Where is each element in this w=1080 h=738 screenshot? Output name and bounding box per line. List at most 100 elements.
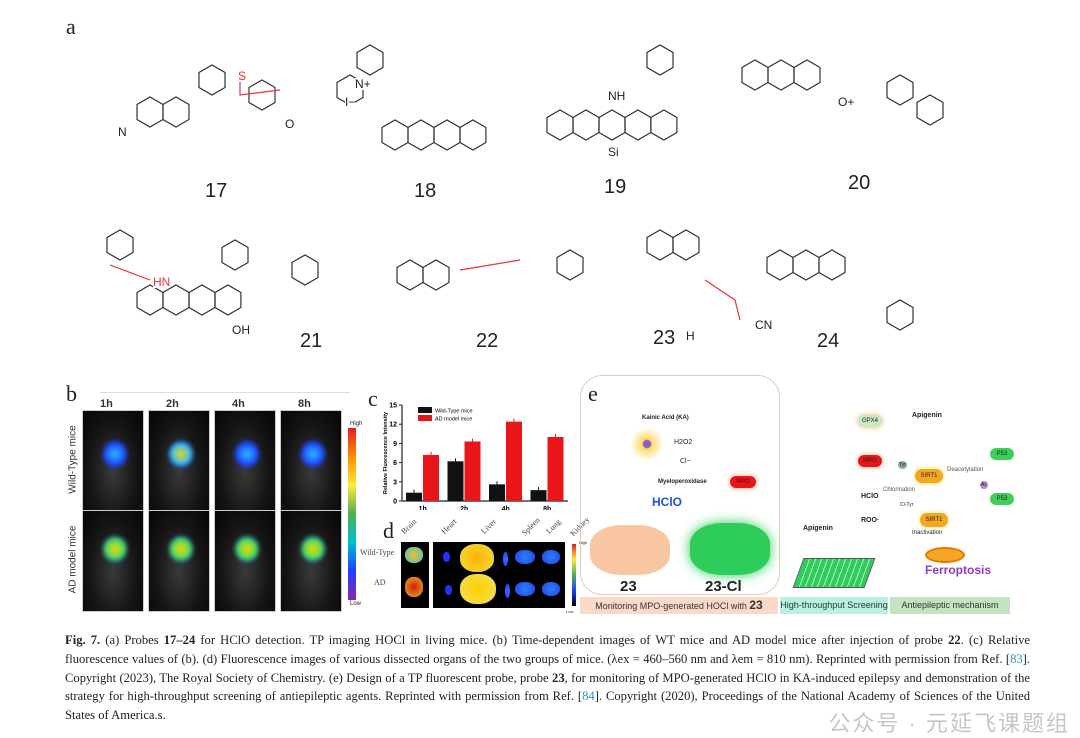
- x-tick-label: 4h: [502, 506, 510, 510]
- bar-wild-type-mice-4h: [489, 484, 505, 501]
- caption-bold: 17–24: [163, 633, 196, 647]
- compound-24-label: 24: [817, 330, 840, 352]
- legend-label: Wild-Type mice: [435, 409, 473, 415]
- ring-bond: [459, 119, 487, 151]
- ring-bond: [214, 284, 242, 316]
- organ-fluorescence: [542, 550, 560, 564]
- organ-scale-low: Low: [566, 609, 574, 614]
- p53-acetyl-badge: P53: [990, 493, 1014, 505]
- reference-link-84[interactable]: 84: [582, 689, 595, 704]
- bar-ad-model-mice-1h: [423, 454, 439, 501]
- probe-23-label: 23: [620, 578, 637, 595]
- legend-label: AD model mice: [435, 417, 472, 423]
- ring-bond: [792, 249, 820, 281]
- mpo-badge-right: MPO: [858, 455, 882, 467]
- fluorescence-signal: [169, 441, 193, 467]
- caption-text: for HClO detection. TP imaging HOCl in l…: [195, 633, 949, 647]
- row-label-1: AD model mice: [67, 525, 79, 594]
- organ-fluorescence: [405, 547, 423, 563]
- time-label-8h: 8h: [298, 398, 311, 410]
- chlorination-label: Chlorination: [883, 487, 916, 493]
- fluorescence-signal: [169, 536, 193, 562]
- ring-bond: [291, 254, 319, 286]
- chloride-label: Cl−: [680, 458, 691, 465]
- panel-label-b: b: [66, 381, 77, 406]
- bar-ad-model-mice-4h: [506, 421, 522, 501]
- myeloperoxidase-label: Myeloperoxidase: [658, 479, 707, 485]
- ring-bond: [672, 229, 700, 261]
- watermark: 公众号 · 元延飞课题组: [828, 711, 1070, 736]
- organ-fluorescence: [443, 552, 450, 562]
- y-tick-label: 15: [389, 403, 397, 410]
- atom-cn: CN: [755, 318, 773, 332]
- mouse-image-ad-8h: [280, 510, 342, 612]
- ring-bond: [886, 74, 914, 106]
- organ-label-liver: Liver: [479, 517, 498, 536]
- mouse-image-wt-2h: [148, 410, 210, 512]
- bar-ad-model-mice-8h: [547, 437, 564, 501]
- mouse-image-wt-1h: [82, 410, 144, 512]
- organ-label-brain: Brain: [399, 517, 419, 536]
- organ-fluorescence: [460, 574, 496, 604]
- reference-link-83[interactable]: 83: [1010, 651, 1023, 666]
- mouse-image-wt-8h: [280, 410, 342, 512]
- ring-bond: [396, 259, 424, 291]
- caption-bold: 23: [552, 670, 565, 685]
- organ-fluorescence: [505, 584, 510, 598]
- atom-n: N: [118, 125, 127, 139]
- panel-label-c: c: [368, 386, 378, 411]
- ac-badge: Ac: [980, 481, 988, 489]
- atom-nh: NH: [608, 89, 626, 103]
- bar-monitoring-label: Monitoring MPO-generated HOCl with: [595, 601, 747, 611]
- time-label-4h: 4h: [232, 398, 245, 410]
- row-label-wild-type: Wild-Type: [360, 548, 395, 557]
- compound-19-label: 19: [604, 176, 627, 198]
- row-label-0: Wild-Type mice: [67, 425, 79, 494]
- organ-fluorescence: [515, 550, 535, 564]
- highlight-bond: [704, 279, 741, 321]
- ring-bond: [221, 239, 249, 271]
- highlight-bond: [459, 259, 521, 271]
- figure-caption: Fig. 7. (a) Probes 17–24 for HClO detect…: [65, 631, 1030, 725]
- gpx4-badge: GPX4: [858, 415, 882, 427]
- compound-22-label: 22: [476, 330, 499, 352]
- compound-23-label: 23: [653, 327, 676, 349]
- roo-label: ROO·: [861, 517, 880, 524]
- organ-label-heart: Heart: [439, 517, 459, 536]
- highlight-bond: [109, 264, 151, 281]
- ring-bond: [793, 59, 821, 91]
- organ-label-lung: Lung: [544, 517, 563, 536]
- caption-text: ]. Copyright (2023), The Royal Society o…: [65, 651, 1030, 685]
- bar-screening: High-throughput Screening: [780, 597, 888, 614]
- panel-label-d: d: [383, 518, 394, 543]
- ring-bond: [646, 44, 674, 76]
- organ-fluorescence: [445, 585, 452, 595]
- ring-bond: [598, 109, 626, 141]
- y-tick-label: 3: [393, 479, 397, 486]
- bar-wild-type-mice-2h: [447, 461, 464, 501]
- ring-bond: [162, 96, 190, 128]
- apigenin-plate-label: Apigenin: [803, 525, 833, 532]
- neuron-icon: [630, 427, 664, 461]
- ring-bond: [767, 59, 795, 91]
- ring-bond: [136, 96, 164, 128]
- y-axis-label: Relative Fluorescence Intensity: [383, 411, 389, 494]
- atom-oh: OH: [232, 323, 250, 337]
- time-label-2h: 2h: [166, 398, 179, 410]
- panel-label-a: a: [66, 14, 76, 39]
- probe-23cl-label: 23-Cl: [705, 578, 742, 595]
- atom-si: Si: [608, 145, 619, 159]
- highlight-bond: [239, 80, 281, 96]
- h2o2-label: H2O2: [674, 439, 693, 446]
- ring-bond: [818, 249, 846, 281]
- sirt1-badge: SIRT1: [915, 469, 943, 483]
- fluorescence-signal: [103, 536, 127, 562]
- scale-low-label: Low: [350, 601, 362, 607]
- ring-bond: [248, 79, 276, 111]
- intensity-colorbar: [348, 428, 356, 600]
- scale-high-label: High: [350, 421, 363, 427]
- caption-figure-number: Fig. 7.: [65, 633, 101, 647]
- ring-bond: [136, 284, 164, 316]
- fluorescence-signal: [103, 441, 127, 467]
